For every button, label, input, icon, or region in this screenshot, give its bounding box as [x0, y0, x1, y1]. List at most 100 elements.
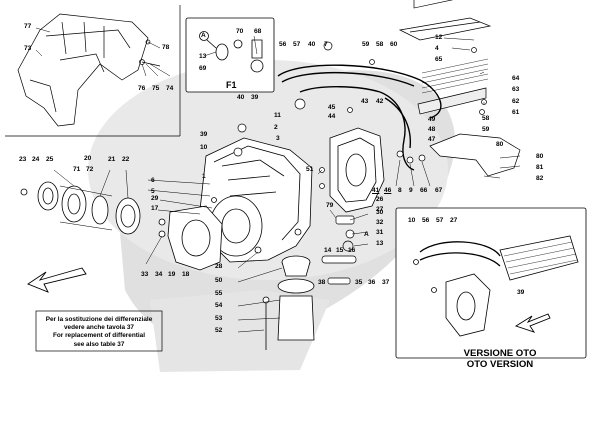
callout-42: 42: [376, 98, 384, 105]
callout-80: 80: [496, 141, 504, 148]
callout-35: 35: [355, 279, 363, 286]
gearbox-housing: [199, 137, 313, 263]
callout-76: 76: [138, 85, 146, 92]
callout-32: 32: [376, 219, 384, 226]
callout-53: 53: [215, 315, 223, 322]
hoses: [277, 64, 442, 171]
callout-48: 48: [428, 126, 436, 133]
callout-80b: 80: [536, 153, 544, 160]
callout-66: 66: [420, 187, 428, 194]
callout-43: 43: [361, 98, 369, 105]
callout-63: 63: [512, 86, 520, 93]
callout-74: 74: [166, 85, 174, 92]
callout-78: 78: [162, 44, 170, 51]
callout-56: 56: [279, 41, 287, 48]
callout-30: 30: [376, 209, 384, 216]
callout-39b: 39: [200, 131, 208, 138]
callout-51: 51: [306, 166, 314, 173]
callout-68: 68: [254, 28, 262, 35]
transmission-cover: [329, 127, 385, 213]
callout-59: 59: [362, 41, 370, 48]
callout-28: 28: [215, 263, 223, 270]
callout-24: 24: [32, 156, 40, 163]
callout-62: 62: [512, 98, 520, 105]
callout-64: 64: [512, 75, 520, 82]
note-box: [35, 310, 163, 352]
oto-version-box: [395, 207, 587, 359]
oto-callout-27: 27: [450, 217, 458, 224]
callout-20: 20: [84, 155, 92, 162]
callout-50: 50: [215, 277, 223, 284]
callout-17: 17: [151, 205, 159, 212]
f1-inset: [185, 17, 275, 93]
callout-40: 40: [308, 41, 316, 48]
callout-44: 44: [328, 113, 336, 120]
callout-16: 16: [348, 247, 356, 254]
differential-parts: [20, 181, 166, 238]
callout-10: 10: [200, 144, 208, 151]
callout-25: 25: [46, 156, 54, 163]
callout-40b: 40: [237, 94, 245, 101]
callout-73: 73: [24, 45, 32, 52]
callout-15: 15: [336, 247, 344, 254]
callout-60: 60: [390, 41, 398, 48]
callout-67: 67: [435, 187, 443, 194]
callout-58: 58: [376, 41, 384, 48]
callout-7: 7: [324, 41, 328, 48]
callout-12: 12: [435, 34, 443, 41]
callout-18: 18: [182, 271, 190, 278]
callout-54: 54: [215, 302, 223, 309]
callout-1: 1: [202, 173, 206, 180]
version-line-en: OTO VERSION: [466, 359, 534, 370]
callout-81: 81: [536, 164, 544, 171]
callout-69: 69: [199, 65, 207, 72]
callout-19: 19: [168, 271, 176, 278]
callout-34: 34: [155, 271, 163, 278]
callout-37: 37: [382, 279, 390, 286]
callout-59b: 59: [482, 126, 490, 133]
callout-45: 45: [328, 104, 336, 111]
callout-13-main: 13: [376, 240, 384, 247]
lower-mount: [262, 255, 315, 350]
callout-29: 29: [151, 195, 159, 202]
note-line-2: vedere anche tavola 37: [64, 324, 134, 332]
top-left-panel: [5, 5, 181, 137]
callout-23: 23: [19, 156, 27, 163]
oto-callout-57: 57: [436, 217, 444, 224]
callout-72: 72: [86, 166, 94, 173]
callout-38: 38: [318, 279, 326, 286]
callout-61: 61: [512, 109, 520, 116]
inset-title-f1: F1: [226, 80, 237, 90]
leader-lines: [35, 27, 521, 333]
callout-52: 52: [215, 327, 223, 334]
oto-callout-56: 56: [422, 217, 430, 224]
callout-21: 21: [108, 156, 116, 163]
callout-14: 14: [324, 247, 332, 254]
callout-65: 65: [435, 56, 443, 63]
callout-26: 26: [376, 196, 384, 203]
note-line-1: Per la sostituzione dei differenziale: [45, 316, 153, 323]
version-line-it: VERSIONE OTO: [463, 348, 537, 359]
replacement-note: Per la sostituzione dei differenziale ve…: [40, 316, 158, 349]
callout-8: 8: [398, 187, 402, 194]
callout-58b: 58: [482, 115, 490, 122]
callout-4: 4: [435, 45, 439, 52]
callout-a-inset: A: [201, 32, 206, 39]
callout-2: 2: [274, 124, 278, 131]
callout-39: 39: [251, 94, 259, 101]
callout-49: 49: [428, 116, 436, 123]
callout-5: 5: [151, 188, 155, 195]
callout-70: 70: [236, 28, 244, 35]
callout-22: 22: [122, 156, 130, 163]
callout-9: 9: [409, 187, 413, 194]
callout-6: 6: [151, 177, 155, 184]
arrow-left-icon: [27, 267, 87, 293]
version-caption: VERSIONE OTO OTO VERSION: [438, 348, 562, 370]
callout-46: 46: [384, 187, 392, 194]
callout-75: 75: [152, 85, 160, 92]
callout-36: 36: [368, 279, 376, 286]
callout-3: 3: [276, 135, 280, 142]
callout-47: 47: [428, 136, 436, 143]
callout-41: 41: [372, 187, 380, 194]
